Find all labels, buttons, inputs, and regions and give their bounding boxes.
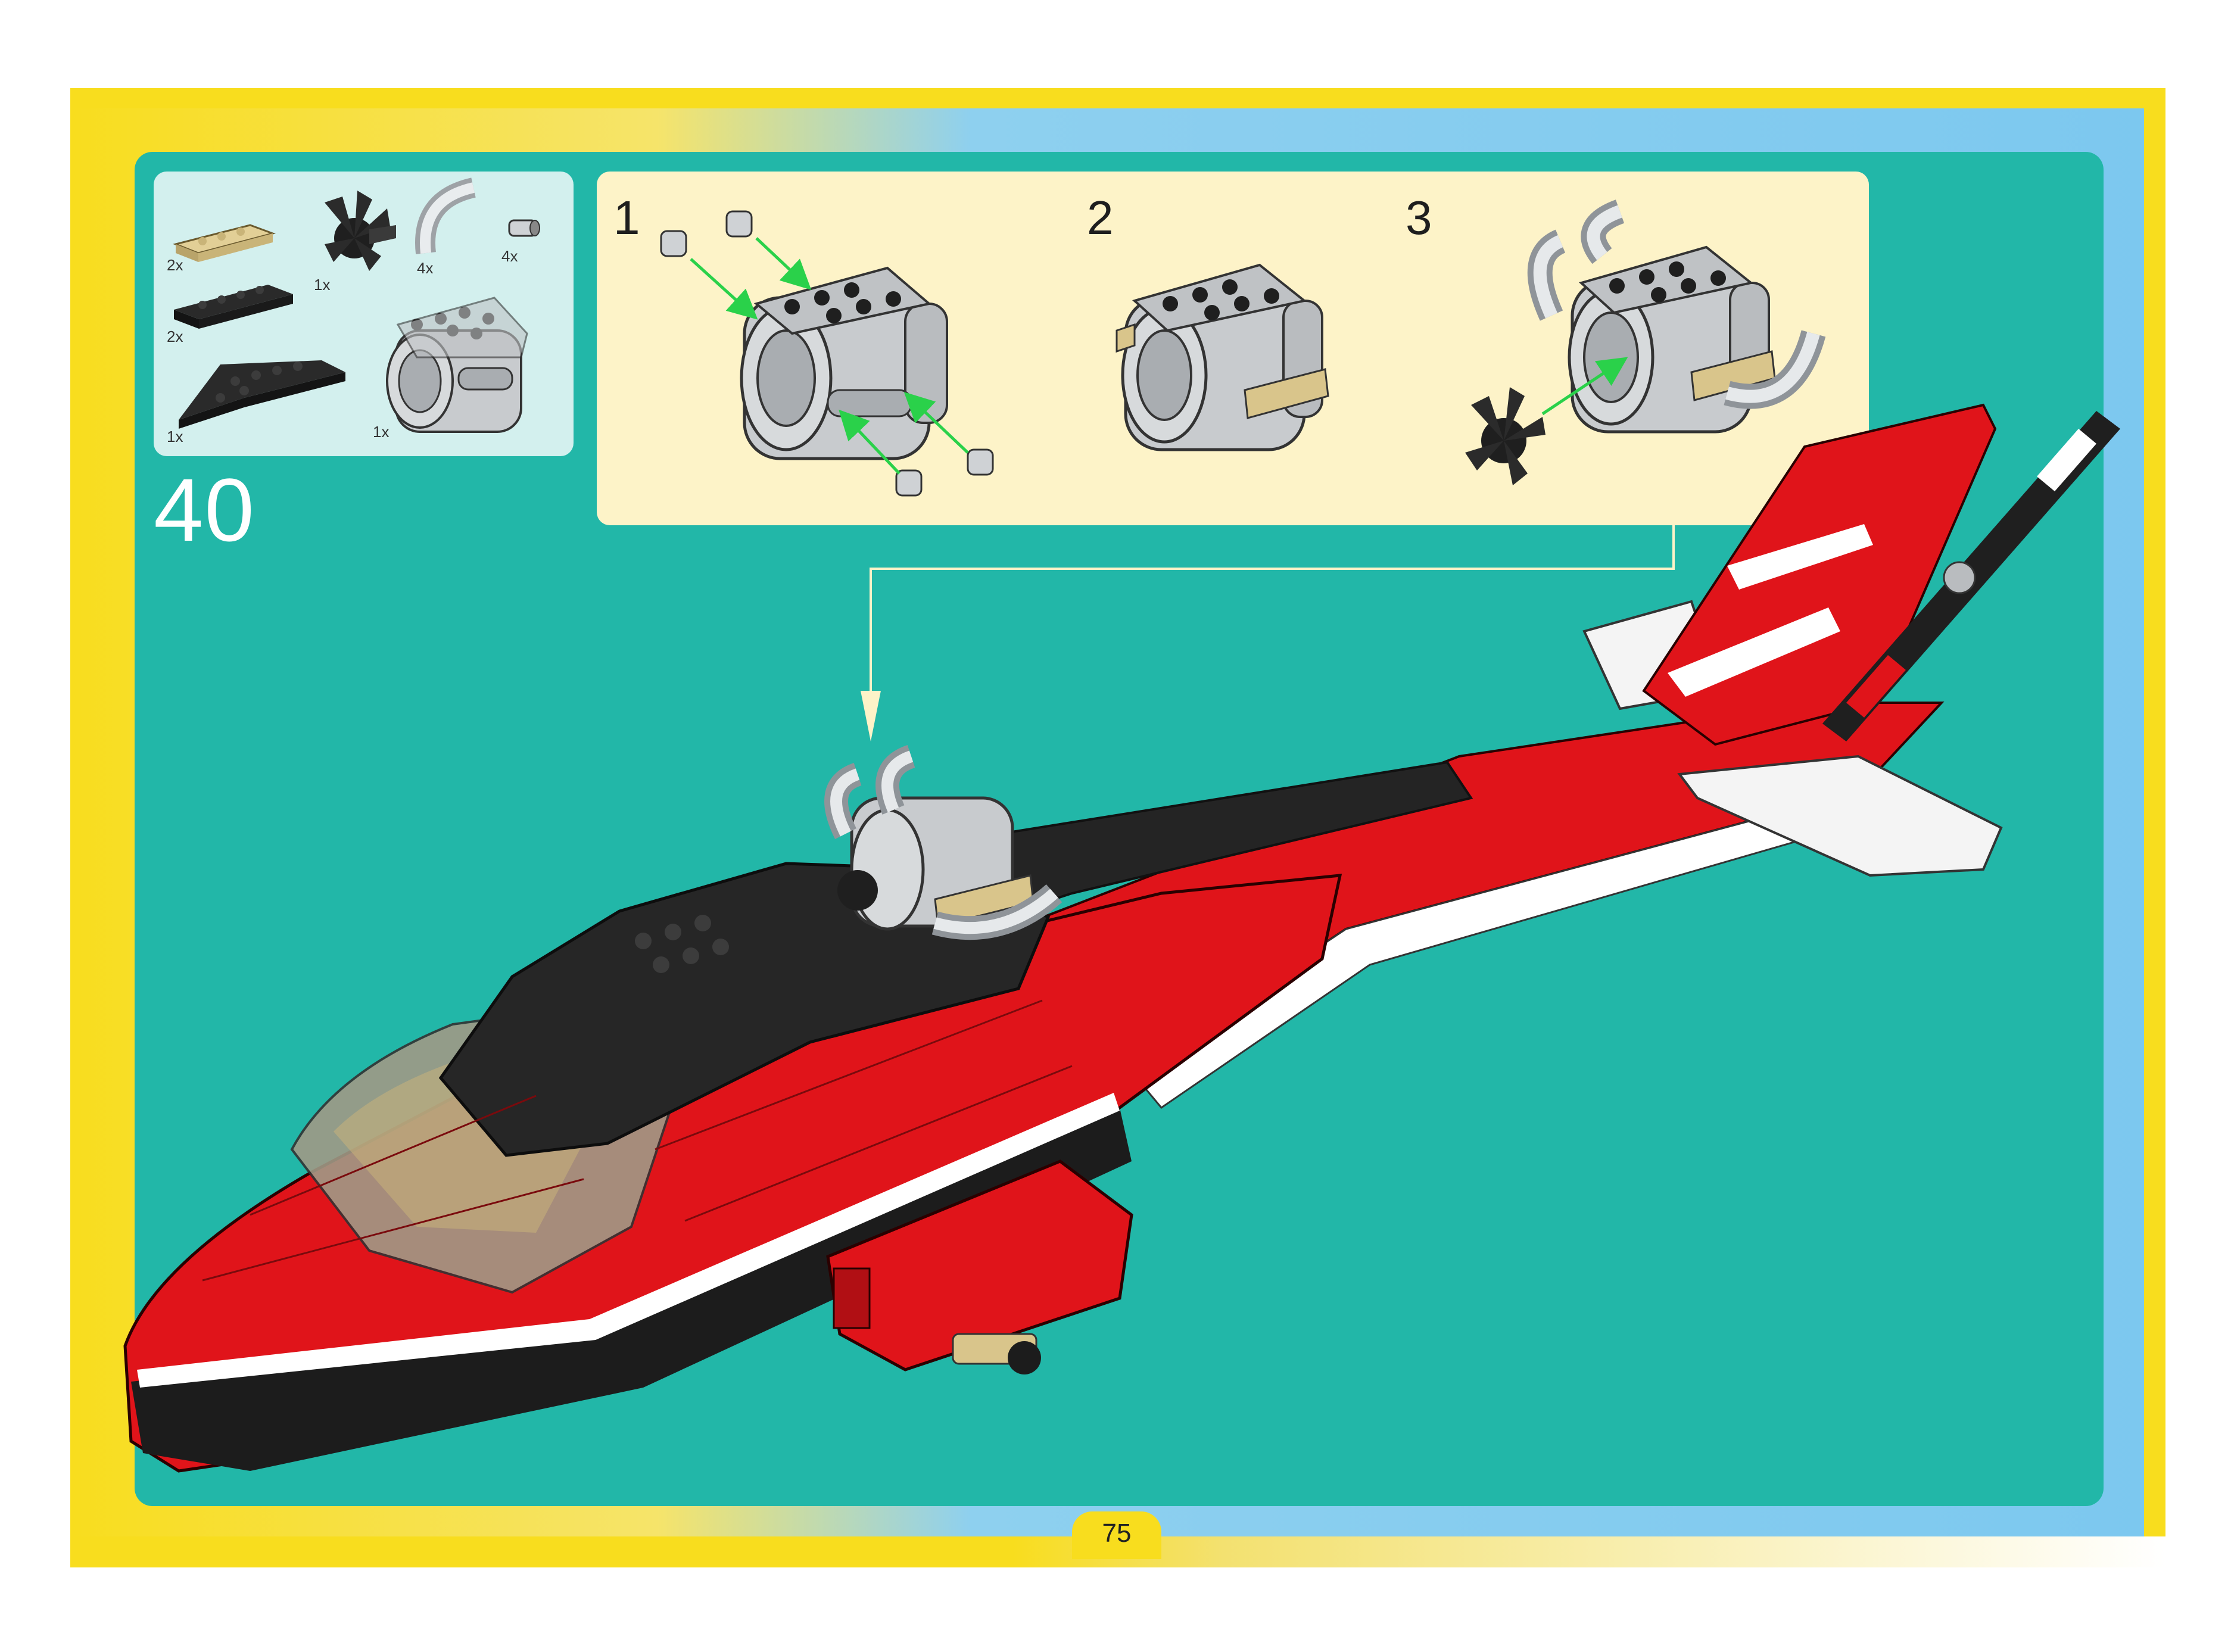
substep-2-illustration <box>1117 265 1328 450</box>
step-number: 40 <box>154 459 255 562</box>
curved-pipe-part-icon <box>425 188 473 253</box>
substep-3-illustration <box>1465 211 1814 485</box>
substep-3-number: 3 <box>1406 191 1432 245</box>
substep-2-number: 2 <box>1087 191 1114 245</box>
substep-1-number: 1 <box>613 191 640 245</box>
page-number: 75 <box>1072 1519 1161 1548</box>
black-plate-part-icon <box>174 285 293 329</box>
propeller-part-icon <box>325 191 396 271</box>
wedge-plate-part-icon <box>179 360 345 429</box>
pin-part-icon <box>509 220 540 236</box>
part-tan-plate-icon <box>176 225 273 262</box>
substep-1-illustration <box>661 211 993 495</box>
engine-housing-part-icon <box>387 298 527 432</box>
helicopter-model <box>125 405 2120 1471</box>
